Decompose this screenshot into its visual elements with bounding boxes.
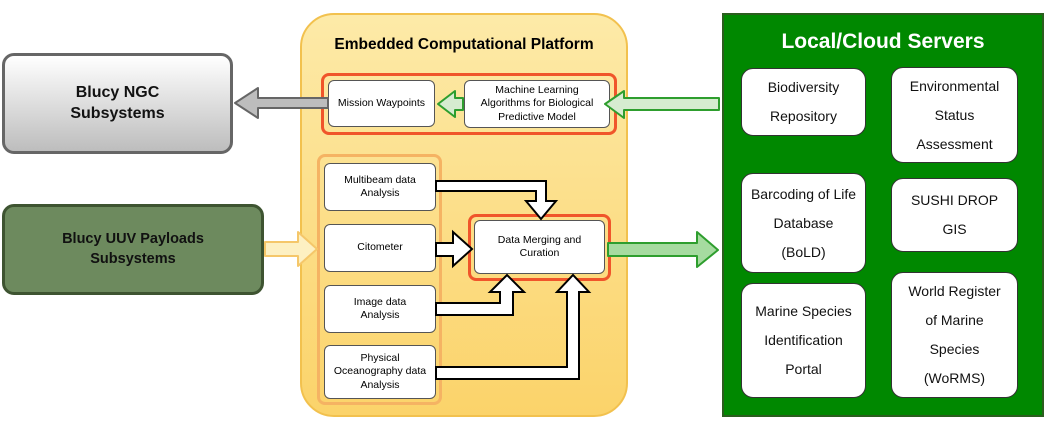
bold-database-label: Barcoding of Life Database (BoLD) [750,185,857,260]
marine-species-portal-label: Marine Species Identification Portal [755,303,852,377]
bold-database-box: Barcoding of Life Database (BoLD) [741,173,866,273]
oceanography-to-merging-arrow [435,273,592,380]
ngc-subsystems-box: Blucy NGC Subsystems [2,53,233,154]
sushi-drop-gis-box: SUSHI DROP GIS [891,178,1018,252]
environmental-status-box: Environmental Status Assessment [891,67,1018,163]
data-merging-label: Data Merging and Curation [497,233,582,259]
waypoints-to-ngc-arrow [234,87,329,119]
uuv-payloads-box: Blucy UUV Payloads Subsystems [2,204,264,295]
citometer-to-merging-arrow [435,229,474,269]
mission-waypoints-label: Mission Waypoints [337,96,426,109]
ngc-label: Blucy NGC Subsystems [70,83,165,122]
image-to-merging-arrow [435,273,527,316]
uuv-to-analysis-arrow [264,231,318,267]
ml-model-label: Machine Learning Algorithms for Biologic… [480,84,594,123]
oceanography-analysis-label: Physical Oceanography data Analysis [333,352,427,391]
environmental-status-label: Environmental Status Assessment [909,77,1000,152]
worms-box: World Register of Marine Species (WoRMS) [891,272,1018,398]
image-analysis-box: Image data Analysis [324,285,436,333]
biodiversity-repository-box: Biodiversity Repository [741,68,866,136]
biodiversity-repository-label: Biodiversity Repository [767,79,840,124]
servers-title: Local/Cloud Servers [781,30,985,53]
analysis-group-frame [317,154,442,405]
ml-to-waypoints-arrow [437,90,464,118]
servers-to-ml-arrow [604,90,720,119]
worms-label: World Register of Marine Species (WoRMS) [908,283,1001,386]
marine-species-portal-box: Marine Species Identification Portal [741,283,866,398]
citometer-label: Citometer [357,241,403,254]
citometer-box: Citometer [324,224,436,272]
multibeam-analysis-label: Multibeam data Analysis [344,173,416,199]
merging-to-servers-arrow [607,231,719,268]
data-merging-box: Data Merging and Curation [474,220,605,274]
sushi-drop-gis-label: SUSHI DROP GIS [910,192,999,237]
image-analysis-label: Image data Analysis [353,295,407,321]
platform-title: Embedded Computational Platform [334,36,594,53]
uuv-label: Blucy UUV Payloads Subsystems [62,230,204,267]
multibeam-to-merging-arrow [435,180,559,221]
oceanography-analysis-box: Physical Oceanography data Analysis [324,345,436,399]
multibeam-analysis-box: Multibeam data Analysis [324,163,436,211]
